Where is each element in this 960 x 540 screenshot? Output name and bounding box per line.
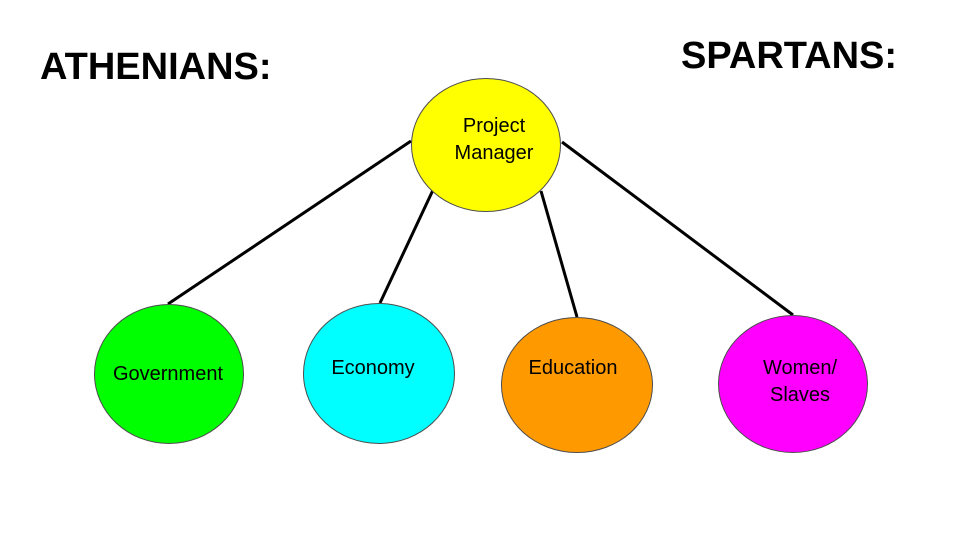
women-slaves-label-line1: Women/ — [762, 357, 838, 379]
athenians-heading: ATHENIANS: — [40, 46, 272, 88]
economy-label: Economy — [331, 357, 415, 379]
government-node — [94, 304, 244, 444]
women-slaves-node — [718, 315, 868, 453]
project-manager-label-line2: Manager — [454, 142, 534, 164]
government-label: Government — [112, 363, 224, 385]
women-slaves-label: Women/ Slaves — [738, 355, 862, 409]
connector-pm-government — [167, 139, 412, 306]
connector-pm-women-slaves — [561, 140, 794, 317]
education-node — [501, 317, 653, 453]
project-manager-label-line1: Project — [462, 115, 526, 137]
project-manager-node — [411, 78, 561, 212]
connector-pm-education — [539, 190, 579, 318]
education-label: Education — [528, 357, 618, 379]
connector-pm-economy — [378, 189, 435, 304]
project-manager-label: Project Manager — [436, 113, 552, 167]
spartans-heading: SPARTANS: — [681, 35, 898, 77]
economy-node — [303, 303, 455, 444]
women-slaves-label-line2: Slaves — [769, 384, 831, 406]
